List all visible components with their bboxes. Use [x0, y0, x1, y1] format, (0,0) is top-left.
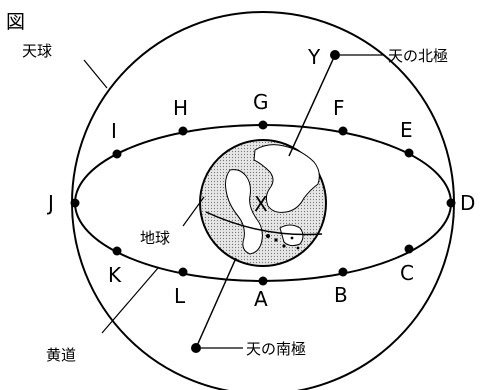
label-Y: Y: [307, 45, 321, 69]
label-G: G: [253, 90, 269, 114]
ecliptic-points: [70, 120, 456, 286]
south-pole-dot: [191, 343, 201, 353]
label-D: D: [460, 191, 475, 215]
label-H: H: [173, 96, 188, 120]
ecliptic-leader: [101, 267, 159, 334]
point-D-dot: [446, 198, 456, 208]
label-B: B: [334, 283, 348, 307]
label-C: C: [400, 261, 414, 285]
point-C-dot: [404, 244, 414, 254]
earth: [199, 139, 327, 267]
north-pole-dot: [330, 50, 340, 60]
sphere-leader: [83, 59, 108, 89]
axis-north: [288, 54, 336, 157]
point-E-dot: [404, 148, 414, 158]
label-celestial-north-pole: 天の北極: [388, 47, 448, 65]
point-J-dot: [70, 198, 80, 208]
point-G-dot: [258, 120, 268, 130]
label-celestial-south-pole: 天の南極: [246, 340, 306, 358]
point-B-dot: [338, 267, 348, 277]
label-earth: 地球: [140, 229, 170, 247]
point-A-dot: [258, 276, 268, 286]
label-K: K: [108, 263, 122, 287]
label-L: L: [174, 284, 186, 308]
earth-leader: [182, 196, 205, 227]
label-F: F: [333, 96, 345, 120]
label-A: A: [254, 287, 268, 311]
point-K-dot: [112, 246, 122, 256]
label-E: E: [400, 118, 413, 142]
point-I-dot: [112, 149, 122, 159]
point-F-dot: [338, 126, 348, 136]
label-J: J: [46, 191, 54, 215]
label-celestial-sphere: 天球: [22, 42, 52, 60]
label-I: I: [111, 119, 117, 143]
label-X: X: [254, 192, 268, 216]
label-ecliptic: 黄道: [46, 346, 76, 364]
figure-label: 図: [6, 11, 25, 33]
point-L-dot: [178, 267, 188, 277]
point-H-dot: [178, 126, 188, 136]
axis-south: [195, 257, 237, 349]
